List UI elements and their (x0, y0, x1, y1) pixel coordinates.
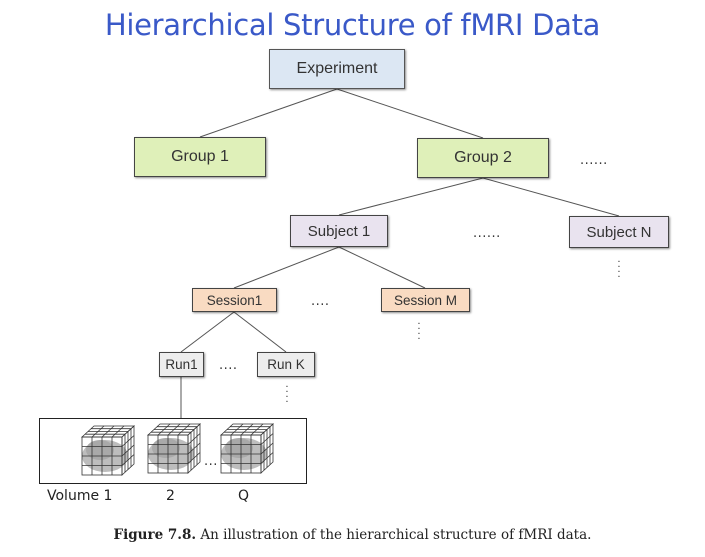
edge-session1-run1 (180, 311, 235, 353)
node-subject-n: Subject N (569, 216, 669, 248)
groups-ellipsis: ...... (580, 153, 608, 168)
volume-1-label: Volume 1 (47, 488, 113, 504)
node-run-1: Run1 (159, 352, 204, 377)
session-m-vertical-ellipsis: ···· (417, 319, 421, 345)
figure-caption: Figure 7.8. An illustration of the hiera… (0, 527, 705, 543)
sessions-ellipsis: .... (311, 294, 330, 309)
volume-2-cube (146, 423, 202, 474)
volume-2-label: 2 (166, 488, 175, 504)
edge-experiment-group2 (336, 88, 484, 139)
diagram-title: Hierarchical Structure of fMRI Data (104, 8, 601, 42)
subjects-ellipsis: ...... (473, 226, 501, 241)
edge-group2-subject1 (338, 177, 484, 216)
edge-subject1-session1 (233, 246, 340, 289)
run-k-vertical-ellipsis: ···· (285, 382, 289, 408)
node-session-m: Session M (381, 288, 470, 312)
caption-prefix: Figure 7.8. (113, 527, 197, 543)
edge-group2-subjectN (482, 177, 620, 217)
edge-subject1-sessionM (338, 246, 426, 289)
edge-experiment-group1 (199, 88, 338, 138)
node-session-1: Session1 (192, 288, 277, 312)
runs-ellipsis: .... (219, 358, 238, 373)
volume-q-cube (219, 423, 275, 474)
subject-n-vertical-ellipsis: ···· (617, 257, 621, 283)
node-experiment: Experiment (269, 49, 405, 89)
node-group-1: Group 1 (134, 137, 266, 177)
edge-session1-runK (233, 311, 287, 353)
volumes-ellipsis: ... (204, 454, 218, 469)
node-group-2: Group 2 (417, 138, 549, 178)
volume-q-label: Q (238, 488, 250, 504)
node-subject-1: Subject 1 (290, 215, 388, 247)
caption-text: An illustration of the hierarchical stru… (200, 527, 592, 543)
node-run-k: Run K (257, 352, 315, 377)
volume-1-cube (80, 425, 136, 476)
